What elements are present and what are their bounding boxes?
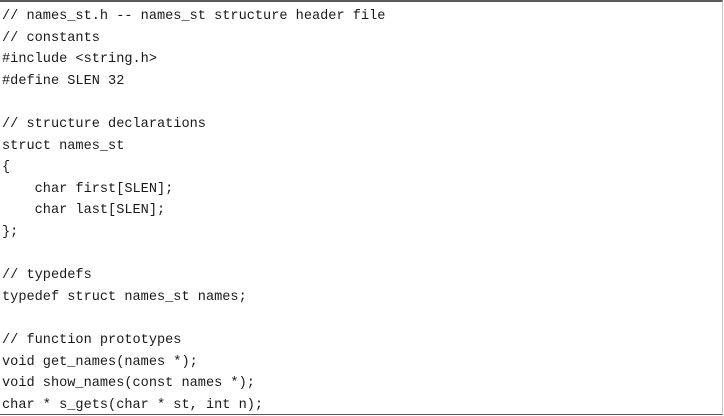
- blank-line: [2, 308, 722, 330]
- code-line: void get_names(names *);: [2, 354, 198, 370]
- blank-line: [2, 92, 722, 114]
- code-line: struct names_st: [2, 138, 125, 154]
- code-line: // structure declarations: [2, 116, 206, 132]
- code-line: char * s_gets(char * st, int n);: [2, 397, 264, 413]
- code-line: char first[SLEN];: [2, 181, 174, 197]
- code-line: };: [2, 224, 19, 240]
- code-line: // constants: [2, 30, 100, 46]
- code-line: #include <string.h>: [2, 52, 157, 68]
- blank-line: [2, 244, 722, 266]
- code-line: // names_st.h -- names_st structure head…: [2, 9, 386, 24]
- code-line: // function prototypes: [2, 332, 182, 348]
- code-line: char last[SLEN];: [2, 203, 166, 219]
- code-line: typedef struct names_st names;: [2, 289, 247, 305]
- code-line: void show_names(const names *);: [2, 376, 255, 392]
- code-line: // typedefs: [2, 268, 92, 284]
- code-line: {: [2, 160, 11, 176]
- code-line: #define SLEN 32: [2, 73, 125, 89]
